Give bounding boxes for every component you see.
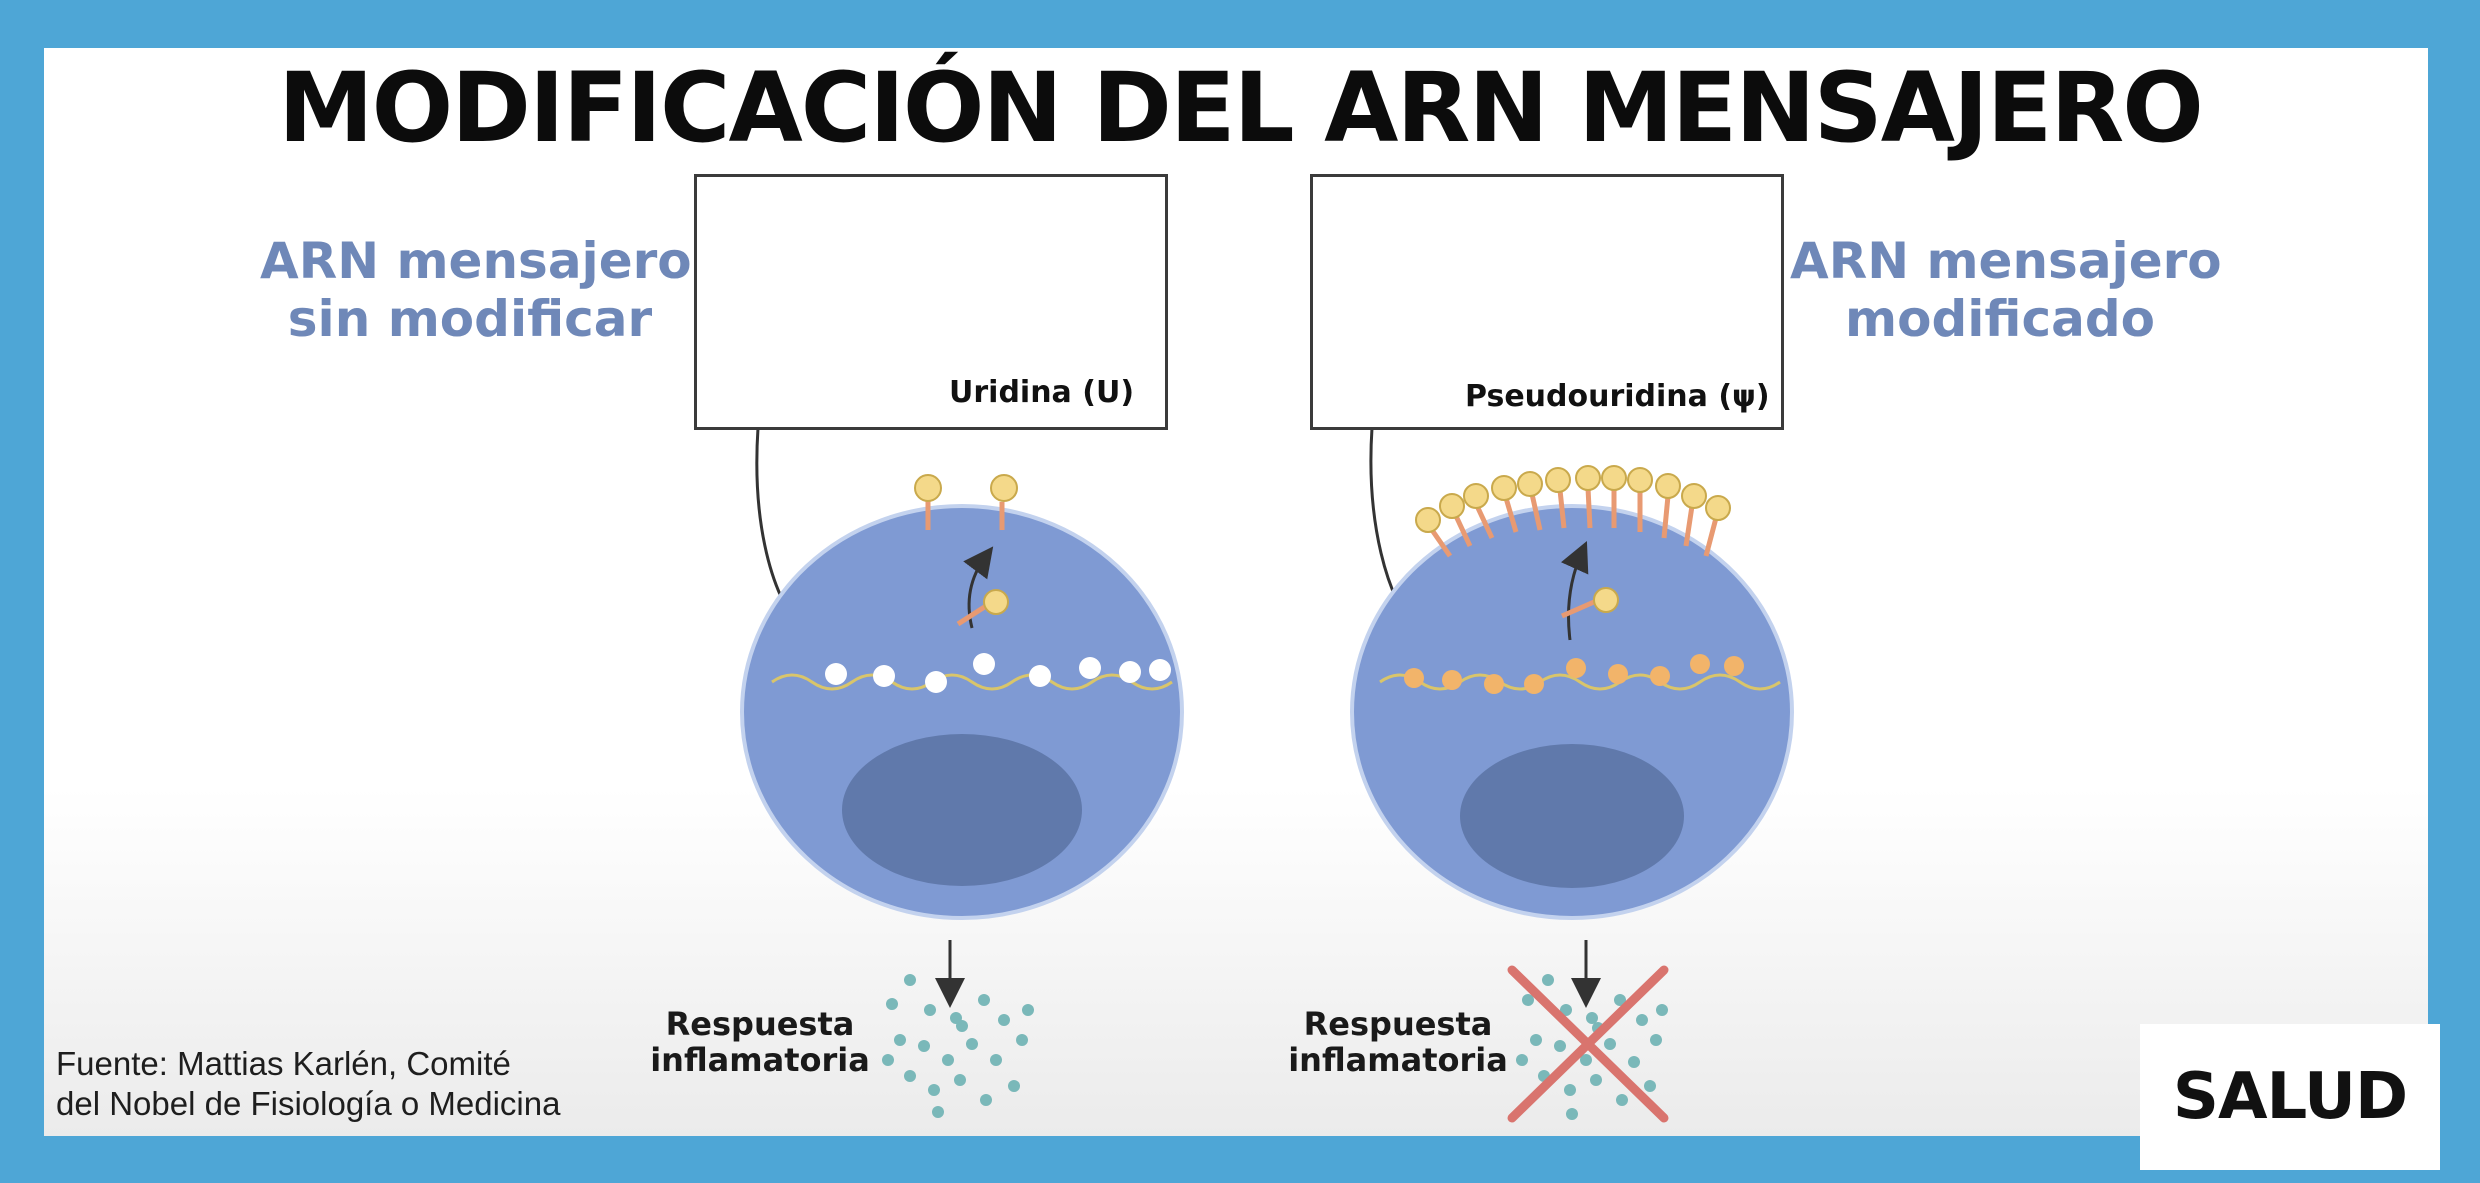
uridine-box: Uridina (U) [694,174,1168,430]
right-response-line1: Respuesta [1303,1005,1493,1043]
right-response-label: Respuesta inflamatoria [1288,1006,1508,1078]
slide-background [44,48,2428,1136]
right-label-line2: modificado [1845,290,2155,348]
source-line2: del Nobel de Fisiología o Medicina [56,1085,561,1122]
right-cell-icon [1350,465,1794,920]
right-response-line2: inflamatoria [1288,1041,1508,1079]
page-title: MODIFICACIÓN DEL ARN MENSAJERO [278,52,2204,164]
left-label-line1: ARN mensajero [260,232,692,290]
left-response-label: Respuesta inflamatoria [650,1006,870,1078]
source-credit: Fuente: Mattias Karlén, Comité del Nobel… [56,1044,560,1124]
source-line1: Fuente: Mattias Karlén, Comité [56,1045,511,1082]
left-cell-icon [740,474,1184,920]
left-cytokine-dots-icon [882,974,1034,1118]
left-label: ARN mensajero sin modificar [260,232,692,348]
right-label-line1: ARN mensajero [1790,232,2222,290]
right-label: ARN mensajero modificado [1790,232,2222,348]
left-response-line1: Respuesta [665,1005,855,1043]
pseudouridine-caption: Pseudouridina (ψ) [1465,379,1770,414]
blocked-cross-icon [1507,965,1669,1123]
left-label-line2: sin modificar [287,290,653,348]
section-badge-text: SALUD [2172,1060,2408,1134]
section-badge: SALUD [2140,1024,2440,1170]
pseudouridine-box: Pseudouridina (ψ) [1310,174,1784,430]
left-response-line2: inflamatoria [650,1041,870,1079]
uridine-caption: Uridina (U) [949,375,1135,410]
